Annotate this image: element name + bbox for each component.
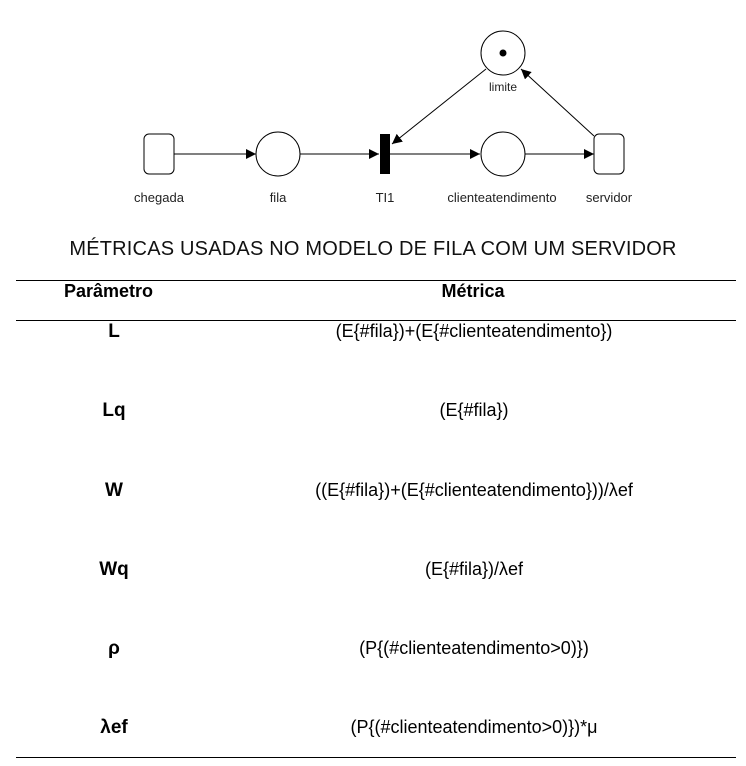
metric-cell: ((E{#fila})+(E{#clienteatendimento}))/λe… xyxy=(315,480,633,500)
table-title: MÉTRICAS USADAS NO MODELO DE FILA COM UM… xyxy=(69,238,677,260)
label-fila: fila xyxy=(270,190,287,205)
table-row: W ((E{#fila})+(E{#clienteatendimento}))/… xyxy=(16,480,736,520)
table-row: ρ (P{(#clienteatendimento>0)}) xyxy=(16,638,736,678)
label-ti1: TI1 xyxy=(376,190,395,205)
table-row: L (E{#fila})+(E{#clienteatendimento}) xyxy=(16,321,736,361)
metric-cell: (E{#fila})/λef xyxy=(424,559,524,579)
metric-cell: (P{(#clienteatendimento>0)})*μ xyxy=(350,717,598,737)
table-top-rule xyxy=(16,280,736,281)
param-cell: L xyxy=(108,321,120,342)
label-servidor: servidor xyxy=(586,190,633,205)
header-metrica: Métrica xyxy=(441,281,505,301)
token-limite xyxy=(499,49,507,57)
param-cell: λef xyxy=(100,717,128,738)
table-row: Wq (E{#fila})/λef xyxy=(16,559,736,599)
arc-limite-transition xyxy=(391,68,487,145)
metric-cell: (P{(#clienteatendimento>0)}) xyxy=(359,638,589,658)
param-cell: Lq xyxy=(102,400,126,421)
label-clienteatendimento: clienteatendimento xyxy=(447,190,556,205)
metric-cell: (E{#fila}) xyxy=(439,400,509,420)
transition-ti1 xyxy=(380,134,390,174)
table-header-rule xyxy=(16,320,736,321)
table-row: Lq (E{#fila}) xyxy=(16,400,736,440)
node-chegada xyxy=(143,133,175,175)
param-cell: ρ xyxy=(108,638,120,659)
node-servidor xyxy=(593,133,625,175)
label-limite: limite xyxy=(489,80,517,94)
param-cell: Wq xyxy=(99,559,129,580)
table-bottom-rule xyxy=(16,757,736,758)
table-row: λef (P{(#clienteatendimento>0)})*μ xyxy=(16,717,736,757)
petri-net-diagram: chegada fila TI1 clienteatendimento serv… xyxy=(134,30,633,205)
label-chegada: chegada xyxy=(134,190,185,205)
arc-servidor-limite xyxy=(520,68,595,137)
place-fila xyxy=(255,131,301,177)
metric-cell: (E{#fila})+(E{#clienteatendimento}) xyxy=(335,321,613,341)
param-cell: W xyxy=(105,480,123,501)
header-parametro: Parâmetro xyxy=(64,281,154,301)
place-clienteatendimento xyxy=(480,131,526,177)
